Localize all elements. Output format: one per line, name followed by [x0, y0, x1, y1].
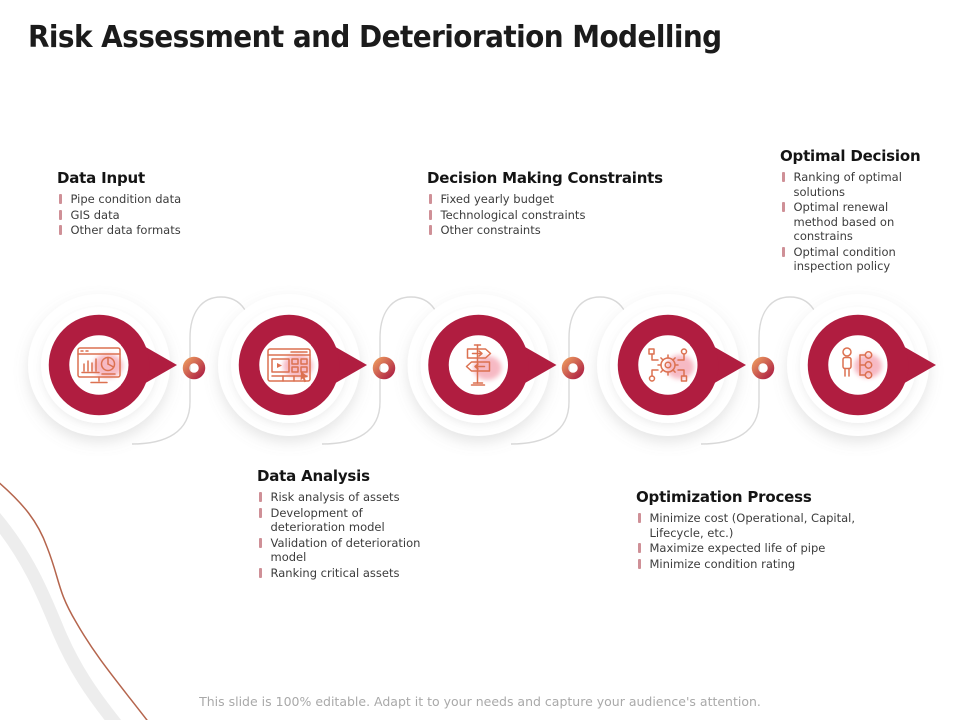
item-text: Ranking of optimal solutions: [793, 170, 902, 199]
step-circle-optimal-decision: [787, 294, 936, 436]
item-text: Ranking critical assets: [270, 565, 400, 580]
bullet-bar: [782, 172, 785, 182]
decorative-gray-curve: [0, 513, 122, 720]
step-circle-data-analysis: [218, 294, 367, 436]
pink-blob: [283, 354, 313, 378]
list-item: Ranking of optimal solutions: [782, 170, 936, 199]
list-item: Minimize cost (Operational, Capital, Lif…: [638, 511, 878, 540]
pink-blob: [93, 354, 123, 378]
bullet-bar: [638, 558, 641, 569]
people-hierarchy-icon: [842, 347, 873, 379]
list-item: Ranking critical assets: [259, 566, 435, 581]
dashboard-window-icon: [267, 348, 311, 383]
list-item: Maximize expected life of pipe: [638, 541, 878, 556]
item-text: Other data formats: [70, 223, 181, 237]
bullet-bar: [59, 225, 62, 235]
step-title: Optimal Decision: [780, 147, 921, 165]
item-text: Fixed yearly budget: [440, 192, 555, 206]
connector-node-ring: [372, 356, 396, 380]
list-item: Development of deterioration model: [259, 506, 435, 535]
step-title: Optimization Process: [636, 488, 812, 506]
gear-network-icon: [648, 348, 688, 382]
pink-blob: [854, 354, 882, 378]
item-text: Optimal renewal method based on constrai…: [793, 200, 895, 243]
connector-node-ring: [182, 356, 206, 380]
footer-note: This slide is 100% editable. Adapt it to…: [199, 694, 761, 709]
bullet-bar: [259, 567, 262, 578]
bullet-bar: [638, 543, 641, 553]
step-items: Minimize cost (Operational, Capital, Lif…: [636, 511, 878, 571]
item-text: Optimal condition inspection policy: [793, 244, 896, 274]
item-text: Pipe condition data: [70, 192, 182, 206]
decorative-brown-curve: [0, 482, 148, 720]
bullet-bar: [59, 194, 62, 204]
connector-node-ring: [561, 356, 585, 380]
monitor-analytics-icon: [77, 347, 121, 384]
step-title: Data Analysis: [257, 467, 370, 485]
signpost-icon: [465, 344, 492, 386]
page-title: Risk Assessment and Deterioration Modell…: [28, 20, 722, 55]
list-item: Risk analysis of assets: [259, 490, 435, 505]
bullet-bar: [429, 209, 432, 220]
step-circle-data-input: [28, 294, 177, 436]
list-item: Other data formats: [59, 223, 271, 238]
item-text: Minimize condition rating: [649, 556, 796, 571]
list-item: Fixed yearly budget: [429, 192, 679, 207]
bullet-bar: [429, 225, 432, 235]
bullet-bar: [429, 194, 432, 204]
item-text: Other constraints: [440, 223, 541, 237]
list-item: Optimal condition inspection policy: [782, 245, 936, 274]
list-item: Validation of deterioration model: [259, 536, 435, 565]
bullet-bar: [59, 209, 62, 220]
bullet-bar: [782, 246, 785, 257]
list-item: Optimal renewal method based on constrai…: [782, 200, 936, 244]
bullet-bar: [259, 492, 262, 502]
step-label-optimal-decision: Optimal Decision Ranking of optimal solu…: [780, 147, 936, 275]
step-label-decision-making-constraints: Decision Making Constraints Fixed yearly…: [427, 169, 679, 239]
list-item: Technological constraints: [429, 208, 679, 223]
item-text: GIS data: [70, 207, 120, 222]
connector-node-ring: [751, 356, 775, 380]
bullet-bar: [638, 513, 641, 523]
bullet-bar: [782, 202, 785, 212]
item-text: Validation of deterioration model: [270, 535, 421, 565]
item-text: Minimize cost (Operational, Capital, Lif…: [649, 511, 856, 540]
list-item: Pipe condition data: [59, 192, 271, 207]
item-text: Development of deterioration model: [270, 505, 385, 535]
list-item: Other constraints: [429, 223, 679, 238]
item-text: Maximize expected life of pipe: [649, 541, 826, 555]
bullet-bar: [259, 537, 262, 548]
bullet-bar: [259, 507, 262, 518]
item-text: Technological constraints: [440, 207, 586, 222]
step-circle-optimization-process: [597, 294, 746, 436]
corner-decoration: [0, 482, 148, 720]
item-text: Risk analysis of assets: [270, 490, 400, 504]
step-title: Data Input: [57, 169, 145, 187]
step-label-optimization-process: Optimization Process Minimize cost (Oper…: [636, 488, 878, 572]
list-item: GIS data: [59, 208, 271, 223]
step-circle-decision-constraints: [407, 294, 557, 436]
list-item: Minimize condition rating: [638, 557, 878, 572]
step-title: Decision Making Constraints: [427, 169, 663, 187]
connector-nodes: [182, 356, 775, 380]
